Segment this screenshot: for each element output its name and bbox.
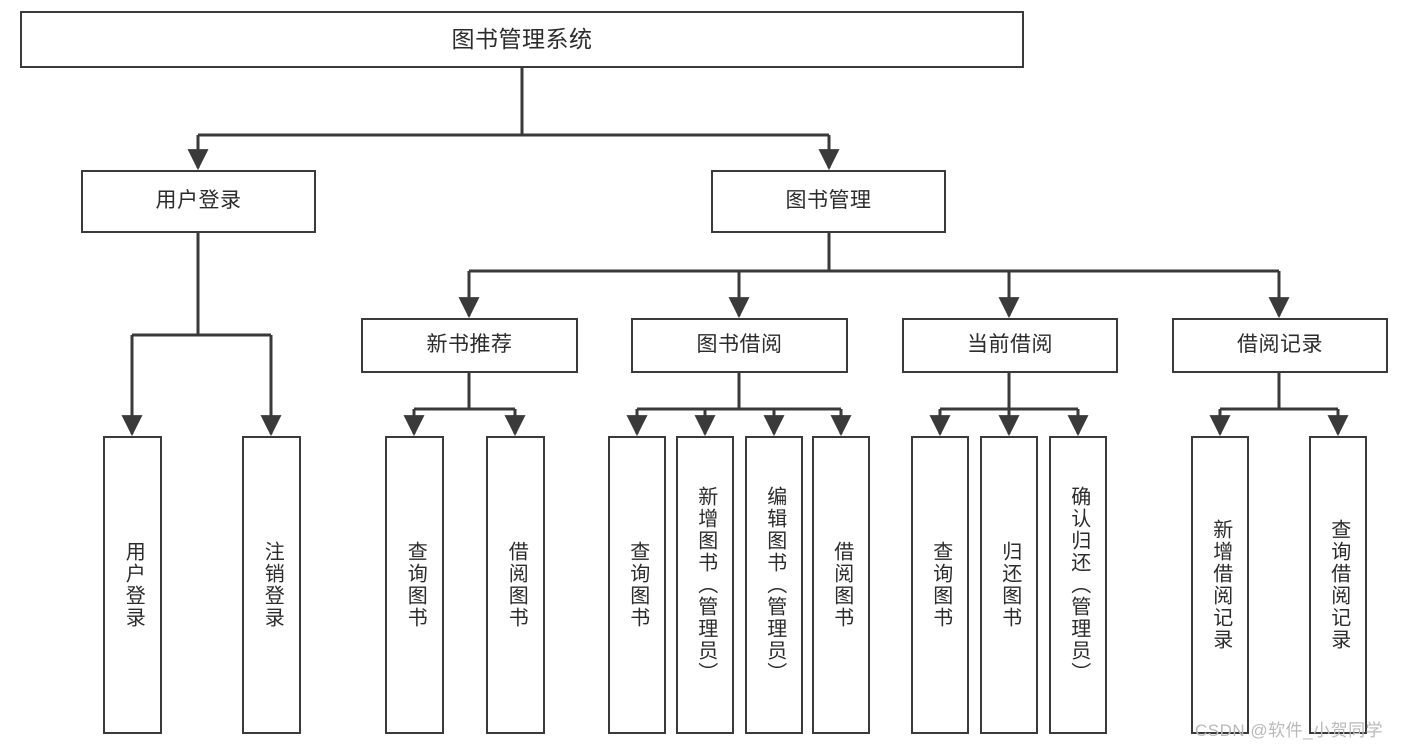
leaf-book-borrow-edit[interactable]: 编辑图书（管理员） xyxy=(745,436,803,734)
leaf-new-book-borrow-label: 借阅图书 xyxy=(505,541,528,629)
node-user-login-label: 用户登录 xyxy=(155,189,242,213)
leaf-current-borrow-confirm[interactable]: 确认归还（管理员） xyxy=(1049,436,1107,734)
watermark: CSDN @软件_小贺同学 xyxy=(1195,721,1384,740)
leaf-borrow-record-query[interactable]: 查询借阅记录 xyxy=(1309,436,1367,734)
node-new-book-recommend-label: 新书推荐 xyxy=(426,333,513,357)
leaf-book-borrow-borrow-label: 借阅图书 xyxy=(830,541,853,629)
leaf-book-borrow-add-label: 新增图书（管理员） xyxy=(694,486,717,684)
leaf-new-book-query-label: 查询图书 xyxy=(404,541,427,629)
node-book-management-label: 图书管理 xyxy=(785,189,872,213)
leaf-book-borrow-query[interactable]: 查询图书 xyxy=(608,436,666,734)
leaf-book-borrow-borrow[interactable]: 借阅图书 xyxy=(812,436,870,734)
node-user-login[interactable]: 用户登录 xyxy=(81,170,316,233)
leaf-user-login-login[interactable]: 用户登录 xyxy=(103,436,162,734)
node-root-system-label: 图书管理系统 xyxy=(451,26,593,53)
leaf-borrow-record-add-label: 新增借阅记录 xyxy=(1209,519,1232,651)
leaf-current-borrow-return[interactable]: 归还图书 xyxy=(980,436,1038,734)
leaf-new-book-borrow[interactable]: 借阅图书 xyxy=(486,436,545,734)
leaf-current-borrow-confirm-label: 确认归还（管理员） xyxy=(1067,486,1090,684)
leaf-current-borrow-query[interactable]: 查询图书 xyxy=(911,436,969,734)
leaf-book-borrow-add[interactable]: 新增图书（管理员） xyxy=(676,436,734,734)
leaf-borrow-record-add[interactable]: 新增借阅记录 xyxy=(1191,436,1249,734)
node-borrow-record[interactable]: 借阅记录 xyxy=(1172,318,1388,373)
leaf-current-borrow-return-label: 归还图书 xyxy=(998,541,1021,629)
node-current-borrow-label: 当前借阅 xyxy=(967,333,1053,357)
node-book-management[interactable]: 图书管理 xyxy=(711,170,946,233)
leaf-book-borrow-query-label: 查询图书 xyxy=(626,541,649,629)
leaf-user-login-login-label: 用户登录 xyxy=(122,541,145,629)
leaf-user-login-logout-label: 注销登录 xyxy=(261,541,284,629)
node-book-borrow-label: 图书借阅 xyxy=(696,333,783,357)
leaf-user-login-logout[interactable]: 注销登录 xyxy=(242,436,301,734)
leaf-current-borrow-query-label: 查询图书 xyxy=(929,541,952,629)
leaf-borrow-record-query-label: 查询借阅记录 xyxy=(1327,519,1350,651)
leaf-new-book-query[interactable]: 查询图书 xyxy=(385,436,444,734)
node-new-book-recommend[interactable]: 新书推荐 xyxy=(361,318,578,373)
leaf-book-borrow-edit-label: 编辑图书（管理员） xyxy=(763,486,786,684)
node-current-borrow[interactable]: 当前借阅 xyxy=(902,318,1118,373)
node-borrow-record-label: 借阅记录 xyxy=(1237,333,1323,357)
node-book-borrow[interactable]: 图书借阅 xyxy=(631,318,848,373)
node-root-system[interactable]: 图书管理系统 xyxy=(20,11,1024,68)
